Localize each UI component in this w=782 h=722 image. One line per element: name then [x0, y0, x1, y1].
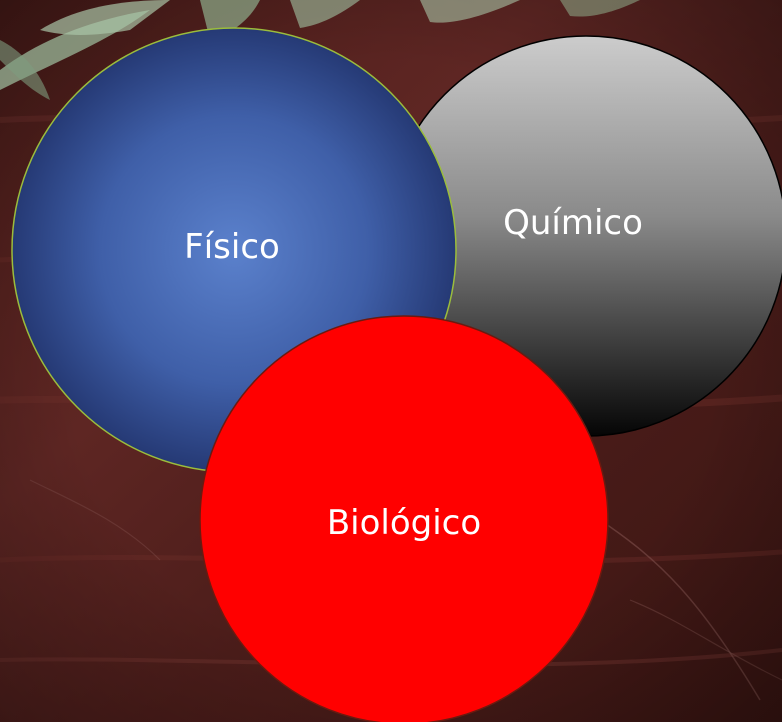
label-quimico: Químico: [503, 203, 643, 243]
leaves-decoration: [0, 0, 640, 100]
label-biologico: Biológico: [327, 503, 481, 543]
label-fisico: Físico: [184, 227, 280, 267]
circle-biologico: [199, 315, 609, 722]
